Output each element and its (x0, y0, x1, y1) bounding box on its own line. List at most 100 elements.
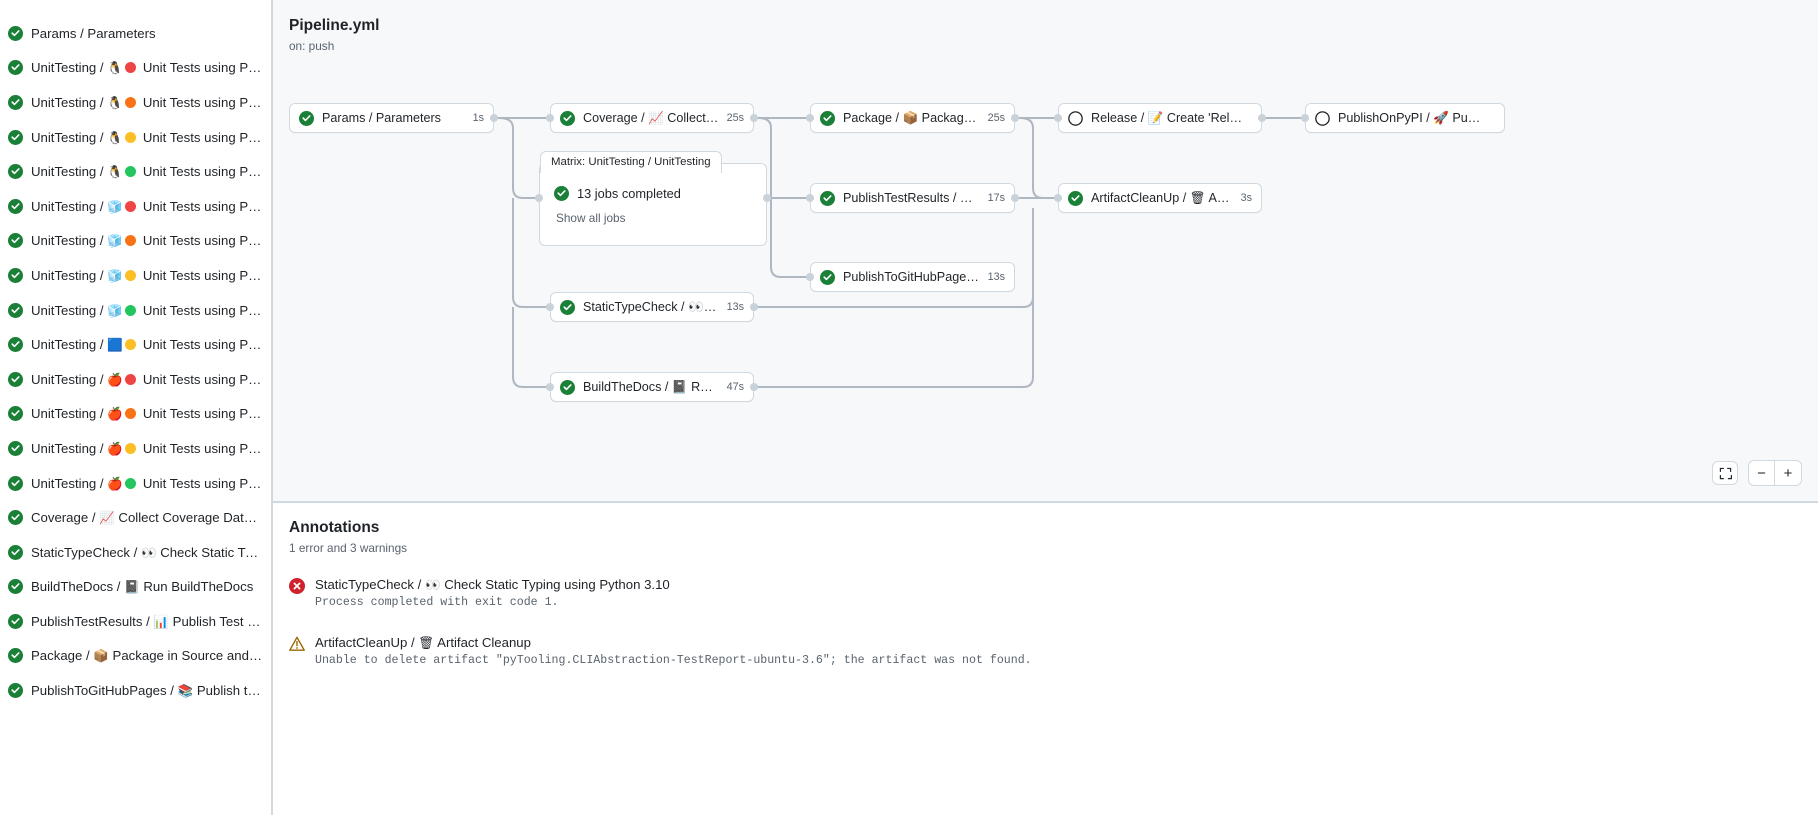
sidebar-job-label: UnitTesting / 🟦Unit Tests using Pyth... (31, 337, 263, 353)
status-success-icon (560, 379, 575, 395)
sidebar-job-item[interactable]: PublishToGitHubPages / 📚 Publish to G... (0, 673, 271, 708)
python-version-dot (124, 373, 136, 385)
status-success-icon (8, 302, 23, 318)
edge-dot (1054, 194, 1062, 202)
sidebar-job-label: UnitTesting / 🍎Unit Tests using Pyth... (31, 371, 263, 387)
page-title: Pipeline.yml (289, 17, 380, 34)
graph-node-duration: 17s (987, 192, 1005, 204)
edge-dot (806, 273, 814, 281)
sidebar-job-item[interactable]: UnitTesting / 🍎Unit Tests using Pyth... (0, 397, 271, 432)
sidebar-job-item[interactable]: UnitTesting / 🧊Unit Tests using Pyth... (0, 258, 271, 293)
graph-node-label: ArtifactCleanUp / 🗑 Artifac... (1091, 190, 1233, 205)
status-success-icon (820, 190, 835, 206)
sidebar-job-item[interactable]: UnitTesting / 🟦Unit Tests using Pyth... (0, 327, 271, 362)
graph-node-package[interactable]: Package / 📦 Package in So... 25s (810, 103, 1015, 133)
graph-canvas[interactable]: Params / Parameters 1s Coverage / 📈 Coll… (273, 0, 1818, 501)
edge-dot (1301, 114, 1309, 122)
python-version-dot (124, 442, 136, 454)
annotations-card: Annotations 1 error and 3 warnings Stati… (272, 502, 1818, 815)
status-success-icon (8, 475, 23, 491)
status-success-icon (299, 110, 314, 126)
graph-zoom-controls[interactable]: − + (1712, 460, 1802, 486)
status-success-icon (8, 440, 23, 456)
edge-dot (1258, 114, 1266, 122)
edge-dot (546, 383, 554, 391)
annotation-message: Process completed with exit code 1. (315, 596, 559, 609)
graph-node-release[interactable]: Release / 📝 Create 'Release P... (1058, 103, 1262, 133)
graph-node-buildthedocs[interactable]: BuildTheDocs / 📓 Run Buil... 47s (550, 372, 754, 402)
sidebar-job-item[interactable]: BuildTheDocs / 📓 Run BuildTheDocs (0, 570, 271, 605)
matrix-summary-row[interactable]: 13 jobs completed (554, 186, 752, 201)
graph-node-publishtogithubpages[interactable]: PublishToGitHubPages / 📚 ... 13s (810, 262, 1015, 292)
edge-dot (750, 383, 758, 391)
graph-node-statictypecheck[interactable]: StaticTypeCheck / 👀 Chec... 13s (550, 292, 754, 322)
status-success-icon (820, 110, 835, 126)
sidebar-job-item[interactable]: UnitTesting / 🧊Unit Tests using Pyth... (0, 293, 271, 328)
sidebar-job-item[interactable]: StaticTypeCheck / 👀 Check Static Typing.… (0, 535, 271, 570)
matrix-body: 13 jobs completed Show all jobs (540, 164, 766, 237)
graph-node-label: PublishOnPyPI / 🚀 Publish to ... (1338, 110, 1487, 125)
fit-to-screen-button[interactable] (1712, 461, 1738, 485)
status-success-icon (554, 186, 569, 201)
sidebar-job-item[interactable]: UnitTesting / 🍎Unit Tests using Pyth... (0, 466, 271, 501)
sidebar-job-item[interactable]: UnitTesting / 🐧Unit Tests using Pyth... (0, 120, 271, 155)
status-success-icon (299, 110, 314, 126)
sidebar-job-item[interactable]: UnitTesting / 🐧Unit Tests using Pyth... (0, 51, 271, 86)
zoom-out-button[interactable]: − (1749, 461, 1775, 485)
job-emoji-icon: 🟦 (107, 338, 123, 353)
edge-dot (806, 114, 814, 122)
show-all-jobs-link[interactable]: Show all jobs (556, 211, 626, 225)
status-pending-icon (1315, 110, 1330, 126)
annotation-message: Unable to delete artifact "pyTooling.CLI… (315, 654, 1032, 667)
status-success-icon (8, 267, 23, 283)
python-version-dot (124, 166, 136, 178)
sidebar-job-label: Coverage / 📈 Collect Coverage Data usi..… (31, 510, 263, 526)
status-success-icon (8, 613, 23, 629)
status-success-icon (8, 648, 23, 664)
sidebar-job-label: UnitTesting / 🐧Unit Tests using Pyth... (31, 60, 263, 76)
graph-node-duration: 25s (726, 112, 744, 124)
sidebar-job-label: BuildTheDocs / 📓 Run BuildTheDocs (31, 579, 254, 595)
job-emoji-icon: 🧊 (107, 303, 123, 318)
status-success-icon (8, 613, 23, 629)
matrix-summary-label: 13 jobs completed (577, 186, 681, 201)
sidebar-job-item[interactable]: UnitTesting / 🍎Unit Tests using Pyth... (0, 362, 271, 397)
sidebar-job-item[interactable]: UnitTesting / 🧊Unit Tests using Pyth... (0, 224, 271, 259)
graph-node-label: Package / 📦 Package in So... (843, 110, 980, 125)
graph-node-publishtestresults[interactable]: PublishTestResults / 📊 Pu... 17s (810, 183, 1015, 213)
status-success-icon (8, 164, 23, 180)
sidebar-job-item[interactable]: Params / Parameters (0, 16, 271, 51)
status-success-icon (8, 233, 23, 249)
status-success-icon (8, 60, 23, 76)
sidebar-job-label: PublishToGitHubPages / 📚 Publish to G... (31, 683, 263, 699)
status-success-icon (820, 269, 835, 285)
graph-node-label: Params / Parameters (322, 111, 441, 125)
sidebar-job-item[interactable]: Coverage / 📈 Collect Coverage Data usi..… (0, 500, 271, 535)
graph-node-label: StaticTypeCheck / 👀 Chec... (583, 299, 719, 314)
sidebar-job-item[interactable]: UnitTesting / 🍎Unit Tests using Pyth... (0, 431, 271, 466)
graph-node-coverage[interactable]: Coverage / 📈 Collect Cove... 25s (550, 103, 754, 133)
annotation-item[interactable]: StaticTypeCheck / 👀 Check Static Typing … (289, 577, 1802, 609)
zoom-in-button[interactable]: + (1783, 464, 1793, 482)
status-success-icon (820, 110, 835, 126)
graph-node-params[interactable]: Params / Parameters 1s (289, 103, 494, 133)
sidebar-job-item[interactable]: UnitTesting / 🐧Unit Tests using Pyth... (0, 85, 271, 120)
python-version-dot (124, 96, 136, 108)
sidebar-job-item[interactable]: UnitTesting / 🧊Unit Tests using Pyth... (0, 189, 271, 224)
status-success-icon (8, 129, 23, 145)
annotations-title: Annotations (289, 519, 380, 536)
sidebar-job-item[interactable]: UnitTesting / 🐧Unit Tests using Pyth... (0, 154, 271, 189)
status-success-icon (8, 94, 23, 110)
graph-node-duration: 13s (987, 271, 1005, 283)
graph-node-artifactcleanup[interactable]: ArtifactCleanUp / 🗑 Artifac... 3s (1058, 183, 1262, 213)
sidebar-job-item[interactable]: Package / 📦 Package in Source and Wh... (0, 639, 271, 674)
sidebar-job-label: UnitTesting / 🍎Unit Tests using Pyth... (31, 475, 263, 491)
zoom-buttons[interactable]: − + (1748, 460, 1802, 486)
status-success-icon (560, 110, 575, 126)
sidebar-job-item[interactable]: PublishTestResults / 📊 Publish Test Resu… (0, 604, 271, 639)
status-success-icon (8, 94, 23, 110)
graph-node-publishonpypi[interactable]: PublishOnPyPI / 🚀 Publish to ... (1305, 103, 1505, 133)
